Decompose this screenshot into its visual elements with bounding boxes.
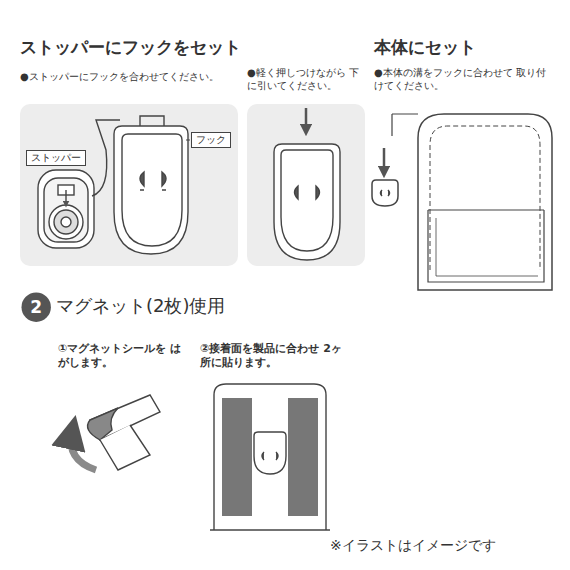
product-drawing <box>210 384 330 530</box>
image-note: ※イラストはイメージです <box>330 536 560 554</box>
part-label-text: ストッパー <box>31 152 81 164</box>
body-drawing <box>372 114 552 290</box>
panel <box>247 104 365 266</box>
hook-drawing <box>114 116 188 254</box>
instruction-note: ●軽く押しつけながら 下に引いてください。 <box>247 66 365 92</box>
step-number-text: 2 <box>30 297 42 317</box>
section-heading: ストッパーにフックをセット <box>20 36 260 58</box>
step-note: ②接着面を製品に合わせ 2ヶ所に貼ります。 <box>200 342 350 371</box>
peel-drawing <box>71 395 160 470</box>
section-heading: 本体にセット <box>374 36 554 58</box>
instruction-note: ●ストッパーにフックを合わせてください。 <box>20 70 245 83</box>
step-number: 2 <box>21 292 51 322</box>
part-label-text: フック <box>196 134 226 146</box>
part-label: フック <box>191 132 231 148</box>
panel <box>20 104 238 266</box>
part-label: ストッパー <box>26 150 86 166</box>
hook-drawing <box>274 108 340 260</box>
step-note: ①マグネットシールを はがします。 <box>58 342 188 371</box>
section-heading: マグネット(2枚)使用 <box>56 294 316 317</box>
step-circle <box>22 293 51 322</box>
stopper-drawing <box>38 120 120 248</box>
leader-line <box>186 140 190 141</box>
instruction-note: ●本体の溝をフックに合わせて 取り付けてください。 <box>374 66 554 92</box>
